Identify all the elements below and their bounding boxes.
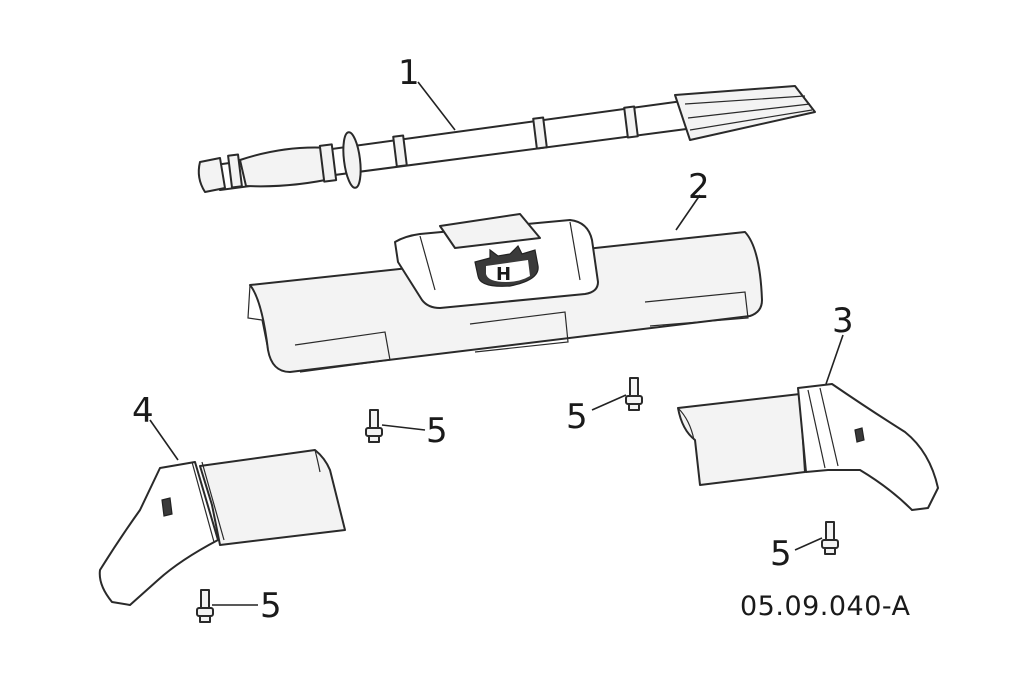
callout-4: 4 xyxy=(132,391,154,431)
part-3-right-side-cover xyxy=(677,383,939,511)
leader-line-5a xyxy=(381,424,426,431)
callout-1: 1 xyxy=(398,53,420,93)
leader-line-5b xyxy=(591,394,627,411)
callout-3: 3 xyxy=(832,301,854,341)
drawing-code: 05.09.040-A xyxy=(740,591,911,622)
screw-5a-icon xyxy=(365,409,383,443)
leader-line-3 xyxy=(825,334,844,385)
part-4-left-side-cover xyxy=(98,449,346,606)
callout-2: 2 xyxy=(688,167,710,207)
callout-5c: 5 xyxy=(770,534,792,574)
screw-5b-icon xyxy=(625,377,643,411)
part-2-cover: H xyxy=(247,213,763,373)
screw-5d-icon xyxy=(196,589,214,623)
callout-5d: 5 xyxy=(260,586,282,626)
husqvarna-logo-icon: H xyxy=(474,244,539,287)
leader-line-5c xyxy=(794,537,823,551)
leader-line-1 xyxy=(417,81,456,131)
callout-5b: 5 xyxy=(566,397,588,437)
logo-letter: H xyxy=(496,264,511,285)
leader-line-2 xyxy=(675,194,701,231)
part-1-handle-bar xyxy=(197,85,816,193)
screw-5c-icon xyxy=(821,521,839,555)
leader-line-4 xyxy=(149,419,179,461)
callout-5a: 5 xyxy=(426,411,448,451)
